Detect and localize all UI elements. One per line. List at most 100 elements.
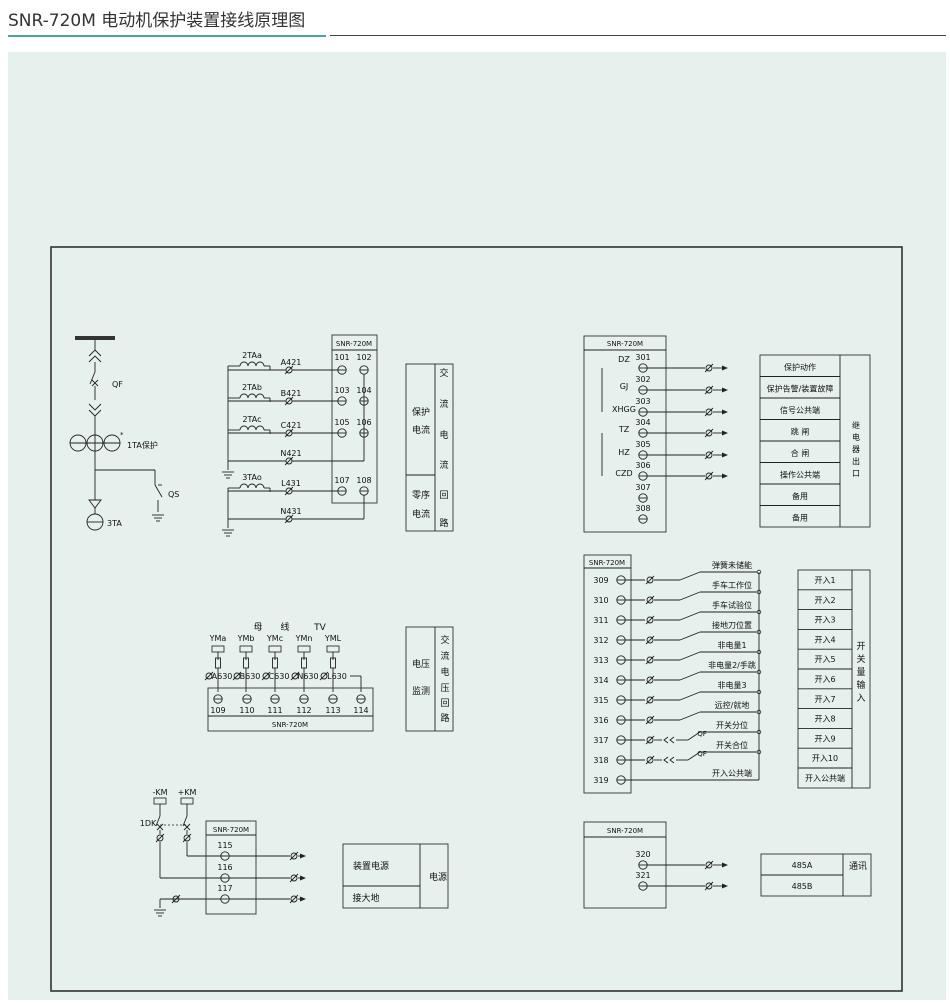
terminal-number: 310 bbox=[593, 596, 608, 605]
voltage-label: 监测 bbox=[412, 685, 430, 697]
ct-label: 3TAo bbox=[242, 473, 262, 482]
qf-aux-label: QF bbox=[697, 730, 707, 738]
di-input-label: 开入9 bbox=[814, 734, 835, 743]
bus-label-box bbox=[405, 626, 454, 732]
terminal-slash bbox=[204, 671, 214, 681]
terminal-slash-circle bbox=[290, 852, 298, 860]
terminal-number: 309 bbox=[593, 576, 608, 585]
terminal-number: 117 bbox=[217, 884, 232, 893]
plug-symbol bbox=[663, 756, 675, 764]
di-signal-label: 非电量1 bbox=[717, 640, 746, 650]
ac-device-label: SNR-720M bbox=[336, 340, 372, 348]
terminal-number: 314 bbox=[593, 676, 608, 685]
wire-label: B421 bbox=[281, 389, 302, 398]
terminal-slash-circle bbox=[705, 408, 713, 416]
relay-output-section: SNR-720M301302303304305306307308DZGJXHGG… bbox=[583, 335, 871, 533]
terminal-number: 113 bbox=[325, 706, 340, 715]
terminal-number: 313 bbox=[593, 656, 608, 665]
terminal-slash-circle bbox=[705, 451, 713, 459]
fuse bbox=[297, 645, 311, 653]
terminal-slash-circle bbox=[646, 616, 654, 624]
di-input-label: 开入4 bbox=[814, 635, 835, 644]
terminal-number: 311 bbox=[593, 616, 608, 625]
contact-label: GJ bbox=[620, 382, 629, 391]
terminal-number: 112 bbox=[296, 706, 311, 715]
ct-label: 2TAb bbox=[242, 383, 262, 392]
isolator-bottom bbox=[88, 403, 102, 417]
terminal-number: 304 bbox=[635, 418, 650, 427]
terminal-slash bbox=[645, 755, 655, 765]
arrowhead bbox=[722, 365, 728, 371]
di-contact bbox=[679, 691, 701, 701]
terminal-slash-circle bbox=[705, 472, 713, 480]
terminal-slash-circle bbox=[646, 656, 654, 664]
di-contact bbox=[679, 711, 701, 721]
arrowhead bbox=[722, 473, 728, 479]
relay-row-label: 保护动作 bbox=[784, 362, 816, 372]
terminal-slash-circle bbox=[705, 364, 713, 372]
terminal-number: 115 bbox=[217, 841, 232, 850]
terminal-slash bbox=[645, 575, 655, 585]
terminal-slash bbox=[319, 671, 329, 681]
fuse bbox=[180, 797, 194, 805]
wire-label: L630 bbox=[327, 672, 347, 681]
arrowhead bbox=[722, 452, 728, 458]
wire-label: A421 bbox=[281, 358, 302, 367]
ct-coil bbox=[239, 425, 265, 431]
terminal-number: 108 bbox=[356, 476, 371, 485]
terminal-slash-circle bbox=[205, 672, 213, 680]
side-char: 入 bbox=[856, 693, 865, 704]
terminal-slash bbox=[261, 671, 271, 681]
side-char: 电 bbox=[440, 666, 449, 678]
terminal-slash bbox=[704, 407, 714, 417]
terminal-number: 321 bbox=[635, 871, 650, 880]
di-contact bbox=[679, 631, 701, 641]
phase-label: YMb bbox=[237, 634, 255, 643]
plug-symbol bbox=[663, 736, 675, 744]
power-terminal-block bbox=[205, 820, 257, 915]
qs-label: QS bbox=[168, 490, 179, 499]
contact-label: DZ bbox=[618, 355, 630, 364]
terminal-slash-circle bbox=[646, 676, 654, 684]
terminal-slash bbox=[284, 456, 294, 466]
terminal-slash bbox=[155, 833, 165, 843]
contact-label: TZ bbox=[618, 425, 630, 434]
title-underline bbox=[330, 35, 946, 36]
fuse bbox=[153, 797, 167, 805]
side-char: 电 bbox=[439, 429, 448, 441]
ac-terminal-block bbox=[331, 334, 378, 504]
arrowhead bbox=[722, 430, 728, 436]
relay-row-label: 保护告警/装置故障 bbox=[767, 384, 834, 394]
terminal-slash-circle bbox=[156, 834, 164, 842]
zero-current-label: 电流 bbox=[412, 508, 430, 520]
arrowhead bbox=[722, 387, 728, 393]
wire-label: B630 bbox=[240, 672, 261, 681]
terminal-slash bbox=[289, 851, 299, 861]
comm-row-label: 485B bbox=[792, 882, 813, 891]
side-char: 出 bbox=[852, 456, 860, 466]
terminal-slash-circle bbox=[290, 874, 298, 882]
power-row-label: 装置电源 bbox=[353, 860, 389, 872]
km-pos-label: +KM bbox=[178, 788, 197, 797]
power-label-box bbox=[342, 843, 449, 909]
bus-header: 母 bbox=[253, 622, 262, 633]
ct-label: 2TAc bbox=[242, 415, 261, 424]
power-device-label: SNR-720M bbox=[213, 826, 249, 834]
qf-label: QF bbox=[112, 380, 123, 389]
wire-label: C421 bbox=[281, 421, 302, 430]
terminal-slash bbox=[284, 514, 294, 524]
terminal-slash-circle bbox=[320, 672, 328, 680]
ct-label: 2TAa bbox=[242, 351, 262, 360]
side-char: 关 bbox=[856, 653, 865, 665]
terminal-slash bbox=[284, 365, 294, 375]
qf-aux-contact bbox=[687, 751, 701, 761]
contact-label: CZD bbox=[615, 469, 632, 478]
terminal-number: 114 bbox=[353, 706, 368, 715]
di-contact bbox=[679, 611, 701, 621]
terminal-number: 312 bbox=[593, 636, 608, 645]
relay-row-label: 备用 bbox=[792, 513, 808, 523]
dk-blade bbox=[155, 815, 161, 827]
wire-label: A630 bbox=[212, 672, 233, 681]
